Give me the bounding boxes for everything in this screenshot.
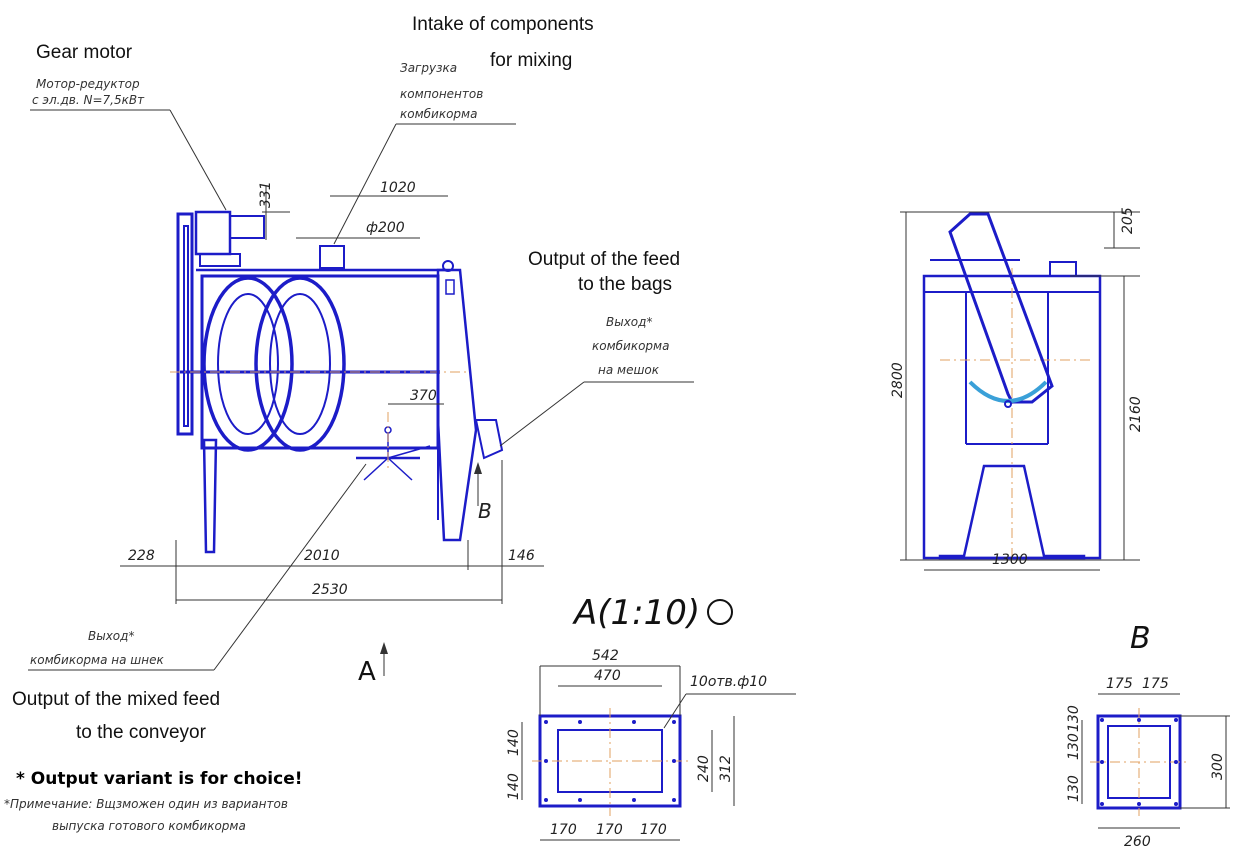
dim-170-mid: 170 <box>596 822 623 838</box>
mixer-side-view <box>922 212 1102 562</box>
dim-2530: 2530 <box>312 582 348 598</box>
dim-331: 331 <box>258 181 274 208</box>
side-chute <box>948 212 1054 404</box>
dim-2800: 2800 <box>890 362 906 398</box>
dim-170-left: 170 <box>550 822 577 838</box>
dim-300: 300 <box>1210 753 1226 780</box>
view-b-dimensions: 175 175 130 130 130 300 260 <box>1066 676 1230 850</box>
dim-1300: 1300 <box>992 552 1028 568</box>
intake-label-ru-1: Загрузка <box>400 61 457 75</box>
lifting-lug <box>442 260 454 272</box>
intake-pipe <box>319 245 345 269</box>
dim-170-right: 170 <box>640 822 667 838</box>
dim-470: 470 <box>594 668 621 684</box>
output-bags-label-en-1: Output of the feed <box>528 249 680 270</box>
ribbon-agitator-1 <box>202 276 294 452</box>
view-a-title: A(1:10) <box>572 593 700 633</box>
view-b-detail: B <box>1090 621 1188 816</box>
dim-175-left: 175 <box>1106 676 1133 692</box>
intake-label-ru-2: компонентов <box>400 87 483 101</box>
view-a-marker: A <box>358 657 376 687</box>
gear-motor-leader <box>169 109 227 211</box>
choice-note-ru-1: *Примечание: Вщзможен один из вариантов <box>4 797 288 811</box>
ribbon-agitator-inner-2 <box>269 293 331 435</box>
view-a-dimensions: 542 470 10отв.ф10 140 140 240 312 170 17… <box>506 648 796 841</box>
dim-140-bottom: 140 <box>506 773 522 800</box>
view-b-marker: B <box>478 499 492 523</box>
choice-note-ru-2: выпуска готового комбикорма <box>52 819 246 833</box>
output-bags-label-en-2: to the bags <box>578 274 672 295</box>
trough-body <box>200 274 440 450</box>
side-leg-cutout <box>938 464 1086 560</box>
dim-175-right: 175 <box>1142 676 1169 692</box>
output-bags-label-ru-3: на мешок <box>598 363 660 377</box>
dim-542: 542 <box>592 648 619 664</box>
output-screw-leader <box>213 463 367 671</box>
intake-leader <box>333 123 397 245</box>
gear-motor-label-ru-1: Мотор-редуктор <box>36 77 140 91</box>
dim-130-a: 130 <box>1066 733 1082 760</box>
output-bags-label-ru-2: комбикорма <box>592 339 669 353</box>
rotated-view-icon <box>707 599 733 625</box>
handwheel-spoke-2 <box>387 457 413 481</box>
dim-370: 370 <box>410 388 437 404</box>
intake-label-ru-3: комбикорма <box>400 107 477 121</box>
gear-motor-label-ru-2: с эл.дв. N=7,5кВт <box>32 93 145 107</box>
front-view-dimensions: 331 1020 ф200 370 228 2010 146 2530 B <box>120 180 544 604</box>
intake-label-en-2: for mixing <box>490 50 572 71</box>
handwheel-spoke-3 <box>387 445 431 459</box>
gear-motor-body <box>194 210 232 256</box>
left-leg <box>202 438 218 554</box>
handwheel-spoke-1 <box>363 457 389 481</box>
dim-130-b: 130 <box>1066 705 1082 732</box>
dim-140-top: 140 <box>506 729 522 756</box>
bag-outlet-spout <box>474 419 504 460</box>
dim-2010: 2010 <box>304 548 340 564</box>
choice-note-en: * Output variant is for choice! <box>16 769 302 789</box>
end-wall-detail <box>445 279 455 295</box>
drive-belt <box>183 225 189 427</box>
holes-note: 10отв.ф10 <box>690 674 767 690</box>
gear-motor-housing <box>229 215 265 239</box>
output-bags-label-ru-1: Выход* <box>606 315 652 329</box>
output-screw-label-ru-1: Выход* <box>88 629 134 643</box>
dim-146: 146 <box>508 548 535 564</box>
output-screw-label-ru-2: комбикорма на шнек <box>30 653 164 667</box>
view-a-detail: A(1:10) <box>532 593 733 816</box>
dim-228: 228 <box>128 548 155 564</box>
dim-1020: 1020 <box>380 180 416 196</box>
intake-label-en-1: Intake of components <box>412 14 594 35</box>
output-bags-leader <box>499 381 585 447</box>
ribbon-agitator-2 <box>254 276 346 452</box>
ribbon-agitator-inner-1 <box>217 293 279 435</box>
dim-2160: 2160 <box>1128 396 1144 432</box>
end-wall <box>436 268 478 542</box>
dim-312: 312 <box>718 755 734 782</box>
output-conveyor-label-en-1: Output of the mixed feed <box>12 689 220 710</box>
view-b-title: B <box>1130 621 1151 656</box>
drive-frame <box>176 212 194 436</box>
side-view-dimensions: 205 2800 2160 1300 <box>890 207 1144 571</box>
callouts: Gear motor Мотор-редуктор с эл.дв. N=7,5… <box>4 14 694 833</box>
dim-130-c: 130 <box>1066 775 1082 802</box>
gear-motor-base <box>199 253 241 267</box>
dim-260: 260 <box>1124 834 1151 850</box>
gear-motor-label-en: Gear motor <box>36 42 133 63</box>
dim-240: 240 <box>696 755 712 782</box>
dim-d200: ф200 <box>366 220 405 236</box>
view-b-arrowhead <box>474 462 482 474</box>
mixer-front-view <box>170 210 504 554</box>
dim-205: 205 <box>1120 207 1136 234</box>
output-conveyor-label-en-2: to the conveyor <box>76 722 207 743</box>
